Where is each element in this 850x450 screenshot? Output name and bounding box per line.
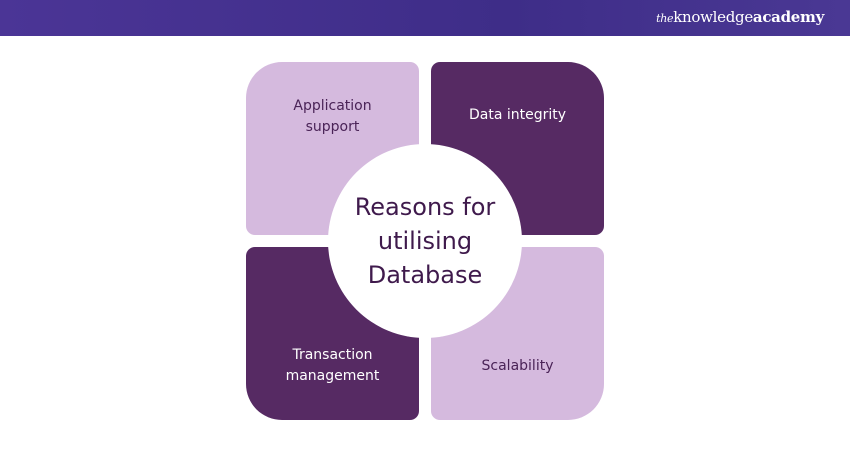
center-title: Reasons for utilising Database <box>354 193 496 289</box>
center-circle: Reasons for utilising Database <box>328 144 522 338</box>
header-bar: theknowledgeacademy <box>0 0 850 36</box>
logo-bold: academy <box>752 8 824 26</box>
logo-main: knowledge <box>673 8 753 26</box>
quadrant-label: Data integrity <box>468 107 567 123</box>
quadrant-application-support: Application support <box>246 62 419 235</box>
quadrant-label: Scalability <box>481 358 554 374</box>
logo-prefix: the <box>656 12 674 25</box>
brand-logo[interactable]: theknowledgeacademy <box>656 8 824 26</box>
quadrant-label: Application support <box>293 98 372 135</box>
quadrant-label: Transaction management <box>285 347 380 384</box>
